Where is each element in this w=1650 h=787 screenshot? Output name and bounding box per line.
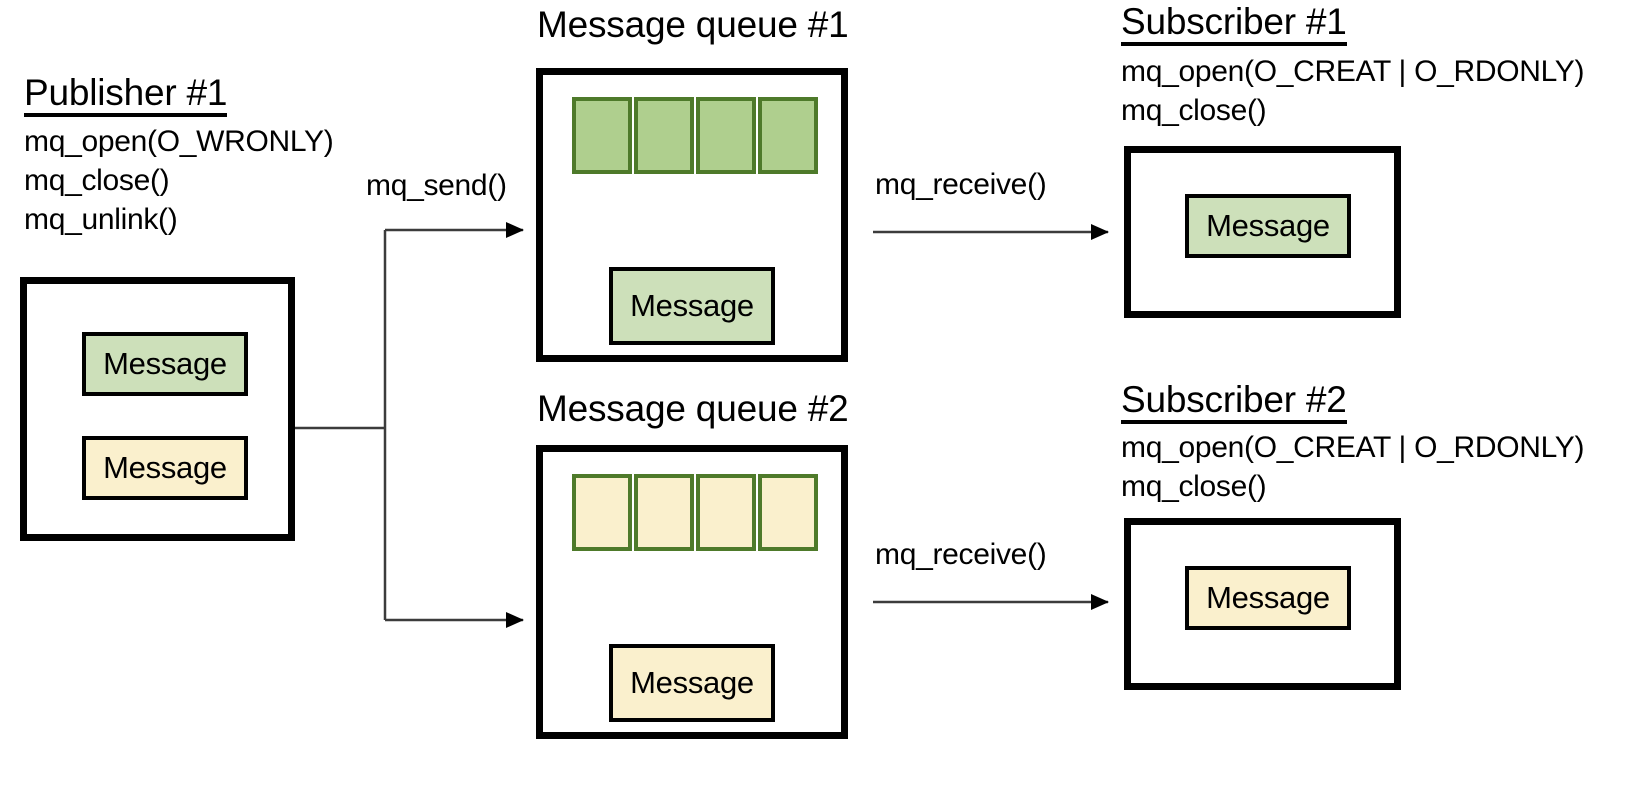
queue-1-slot-4 <box>758 97 818 174</box>
subscriber-2-message: Message <box>1185 566 1351 630</box>
subscriber-1-message-label: Message <box>1206 208 1330 243</box>
subscriber-2-message-label: Message <box>1206 580 1330 615</box>
queue-1-slot-1 <box>572 97 632 174</box>
queue-1-message: Message <box>609 267 775 345</box>
subscriber-2-api-line-2: mq_close() <box>1121 470 1267 503</box>
subscriber-1-message: Message <box>1185 194 1351 258</box>
queue-1-slot-3 <box>696 97 756 174</box>
mq-send-label: mq_send() <box>366 169 507 202</box>
queue-2-message-label: Message <box>630 665 754 700</box>
subscriber-2-box: Message <box>1124 518 1401 690</box>
publisher-api-line-3: mq_unlink() <box>24 203 178 236</box>
queue-1-box: Message <box>536 68 848 362</box>
subscriber-1-box: Message <box>1124 146 1401 318</box>
subscriber-2-heading: Subscriber #2 <box>1121 380 1347 425</box>
publisher-message-yellow: Message <box>82 436 248 500</box>
publisher-heading: Publisher #1 <box>24 73 227 118</box>
queue-1-title: Message queue #1 <box>537 4 849 45</box>
subscriber-1-api-line-1: mq_open(O_CREAT | O_RDONLY) <box>1121 55 1585 88</box>
queue-1-message-label: Message <box>630 288 754 323</box>
subscriber-2-api-line-1: mq_open(O_CREAT | O_RDONLY) <box>1121 431 1585 464</box>
publisher-fanout-connector <box>293 222 524 628</box>
publisher-message-green-label: Message <box>103 346 227 381</box>
queue-2-message: Message <box>609 644 775 722</box>
subscriber-1-heading-text: Subscriber #1 <box>1121 2 1347 47</box>
subscriber-2-api-list: mq_open(O_CREAT | O_RDONLY) mq_close() <box>1121 428 1584 506</box>
queue-2-title: Message queue #2 <box>537 388 849 429</box>
publisher-api-list: mq_open(O_WRONLY) mq_close() mq_unlink() <box>24 122 334 239</box>
publisher-heading-text: Publisher #1 <box>24 73 227 118</box>
subscriber-2-heading-text: Subscriber #2 <box>1121 380 1347 425</box>
queue-2-slot-2 <box>634 474 694 551</box>
publisher-api-line-2: mq_close() <box>24 164 170 197</box>
publisher-api-line-1: mq_open(O_WRONLY) <box>24 125 334 158</box>
subscriber-1-api-line-2: mq_close() <box>1121 94 1267 127</box>
queue-2-box: Message <box>536 445 848 739</box>
mq-receive-label-1: mq_receive() <box>875 168 1047 201</box>
publisher-message-green: Message <box>82 332 248 396</box>
subscriber-1-api-list: mq_open(O_CREAT | O_RDONLY) mq_close() <box>1121 52 1584 130</box>
queue-2-slot-4 <box>758 474 818 551</box>
publisher-box: Message Message <box>20 277 295 541</box>
subscriber-1-heading: Subscriber #1 <box>1121 2 1347 47</box>
queue-2-slot-1 <box>572 474 632 551</box>
queue-2-slot-3 <box>696 474 756 551</box>
mq-receive-label-2: mq_receive() <box>875 538 1047 571</box>
queue-1-slot-2 <box>634 97 694 174</box>
publisher-message-yellow-label: Message <box>103 450 227 485</box>
